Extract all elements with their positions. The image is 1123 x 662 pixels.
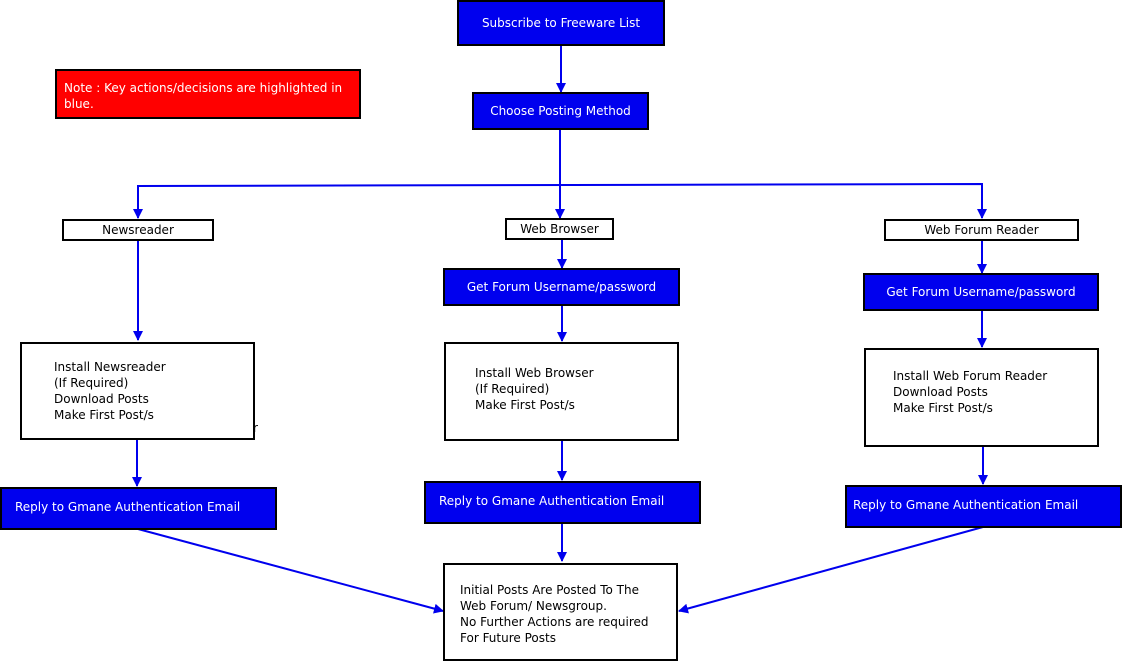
install-web-browser-line: Install Web Browser xyxy=(475,366,594,380)
install-newsreader-line: Install Newsreader xyxy=(54,360,166,374)
credentials-web-browser-label: Get Forum Username/password xyxy=(466,280,657,294)
install-web-forum-reader-line: Install Web Forum Reader xyxy=(893,369,1048,383)
install-newsreader-box: Install Newsreader (If Required) Downloa… xyxy=(20,342,255,440)
method-web-browser-label: Web Browser xyxy=(520,222,599,236)
subscribe-label: Subscribe to Freeware List xyxy=(481,16,641,30)
subscribe-box: Subscribe to Freeware List xyxy=(457,0,665,46)
install-newsreader-line: (If Required) xyxy=(54,376,129,390)
install-newsreader-line: Make First Post/s xyxy=(54,408,154,422)
credentials-web-forum-reader-box: Get Forum Username/password xyxy=(863,273,1099,311)
install-web-forum-reader-line: Download Posts xyxy=(893,385,988,399)
method-newsreader-label: Newsreader xyxy=(102,223,174,237)
reply-web-browser-label: Reply to Gmane Authentication Email xyxy=(439,494,665,508)
final-line: Web Forum/ Newsgroup. xyxy=(460,599,607,613)
method-web-browser-box: Web Browser xyxy=(505,218,614,240)
reply-newsreader-label: Reply to Gmane Authentication Email xyxy=(15,500,241,514)
note-text: Note : Key actions/decisions are highlig… xyxy=(64,81,343,111)
final-line: For Future Posts xyxy=(460,631,556,645)
arrow-nr-reply-to-final xyxy=(137,528,444,614)
install-web-forum-reader-box: Install Web Forum Reader Download Posts … xyxy=(864,348,1099,447)
install-web-browser-line: (If Required) xyxy=(475,382,550,396)
final-box: Initial Posts Are Posted To The Web Foru… xyxy=(443,563,678,661)
credentials-web-browser-box: Get Forum Username/password xyxy=(443,268,680,306)
method-newsreader-box: Newsreader xyxy=(62,219,214,241)
arrow-wfr-reply-to-final xyxy=(678,526,984,614)
reply-web-browser-box: Reply to Gmane Authentication Email xyxy=(424,481,701,524)
choose-method-box: Choose Posting Method xyxy=(472,92,649,130)
final-line: Initial Posts Are Posted To The xyxy=(460,583,639,597)
install-web-browser-box: Install Web Browser (If Required) Make F… xyxy=(444,342,679,441)
method-web-forum-reader-label: Web Forum Reader xyxy=(924,223,1039,237)
install-newsreader-line: Download Posts xyxy=(54,392,149,406)
reply-newsreader-box: Reply to Gmane Authentication Email xyxy=(0,487,277,530)
final-line: No Further Actions are required xyxy=(460,615,649,629)
choose-method-label: Choose Posting Method xyxy=(490,104,631,118)
reply-web-forum-reader-label: Reply to Gmane Authentication Email xyxy=(853,498,1079,512)
install-web-browser-line: Make First Post/s xyxy=(475,398,575,412)
method-web-forum-reader-box: Web Forum Reader xyxy=(884,219,1079,241)
note-box: Note : Key actions/decisions are highlig… xyxy=(55,69,361,119)
reply-web-forum-reader-box: Reply to Gmane Authentication Email xyxy=(845,485,1122,528)
credentials-web-forum-reader-label: Get Forum Username/password xyxy=(886,285,1076,299)
install-web-forum-reader-line: Make First Post/s xyxy=(893,401,993,415)
stray-character: r xyxy=(253,421,258,435)
